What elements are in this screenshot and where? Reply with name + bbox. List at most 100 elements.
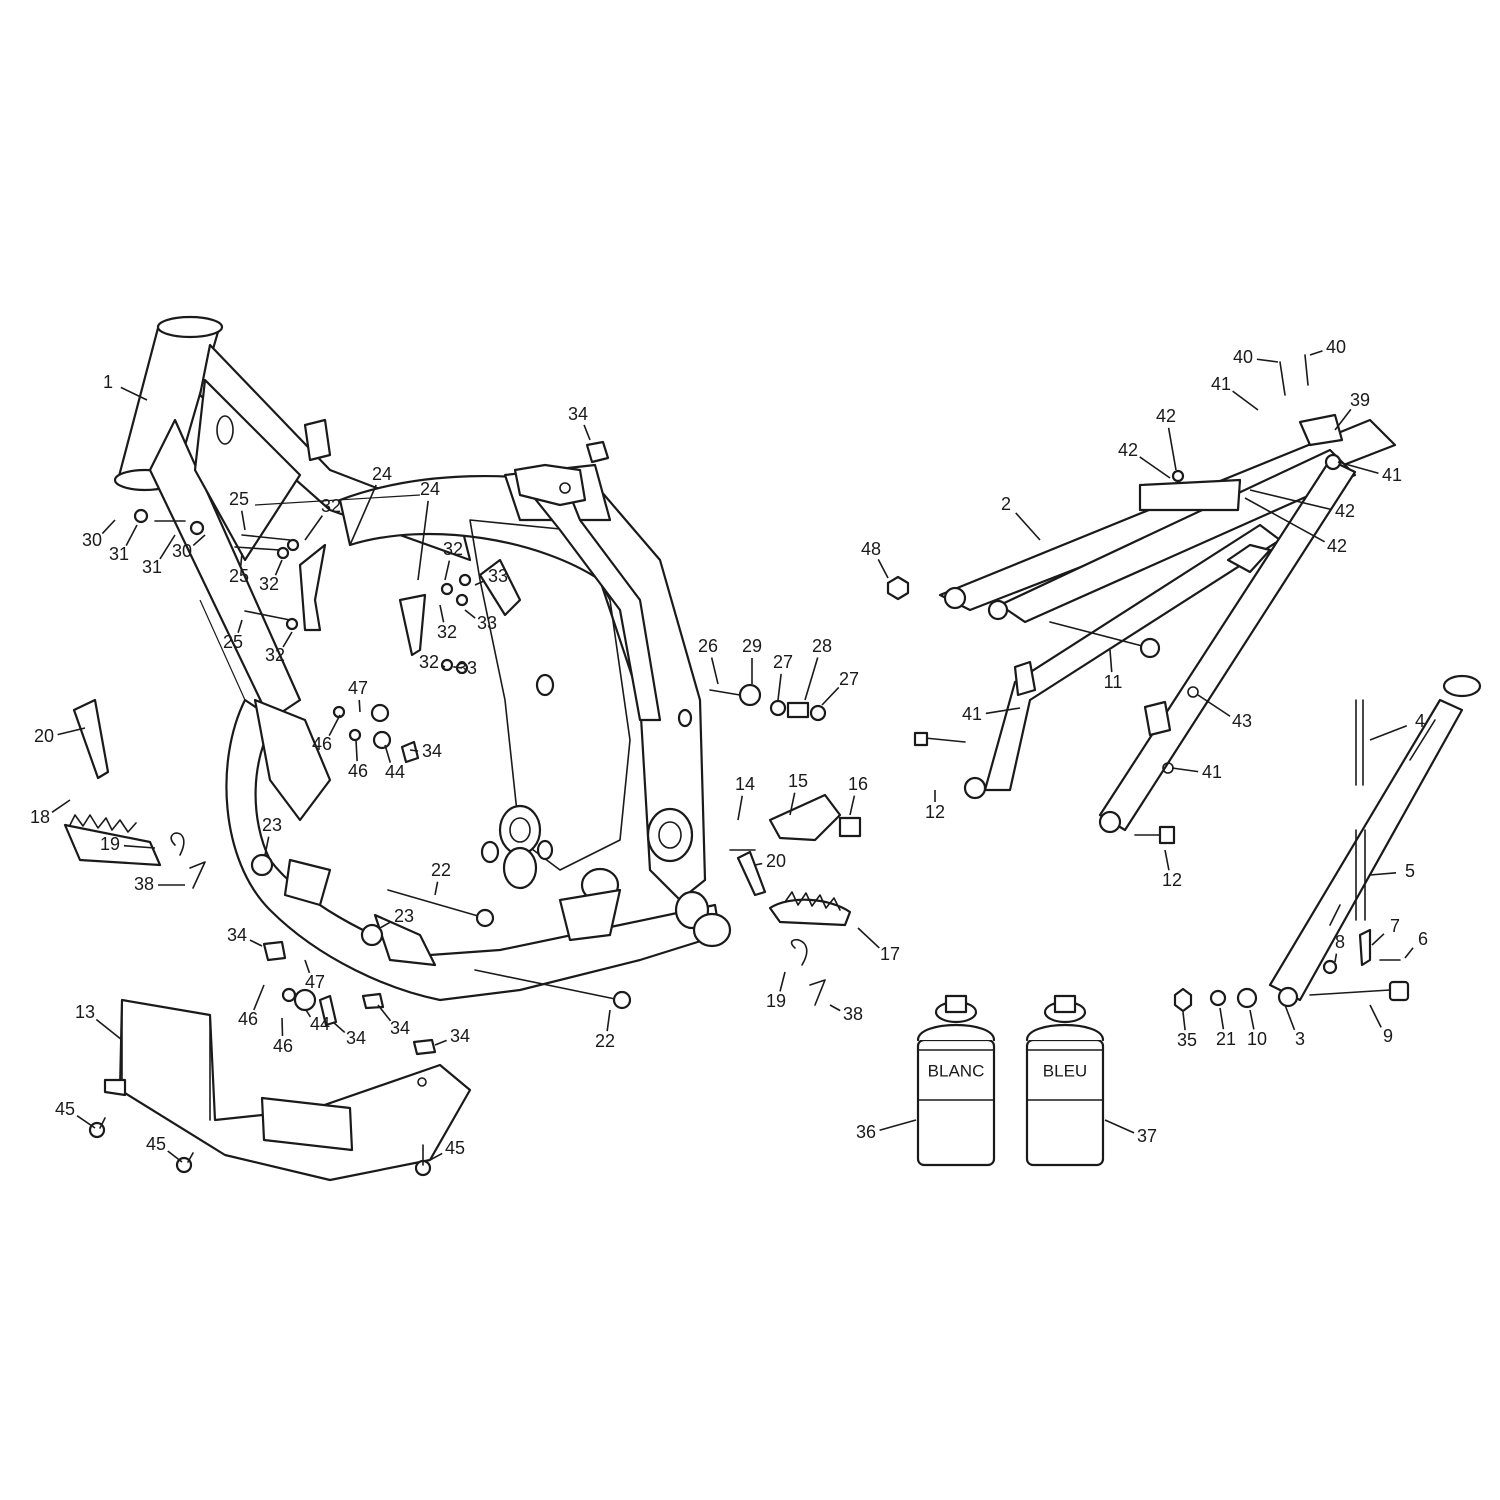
leader-line-27a (777, 673, 782, 701)
callout-30a: 30 (82, 530, 102, 550)
leader-line-34b (409, 749, 419, 752)
leader-line-37 (1104, 1119, 1135, 1134)
leader-line-8 (1334, 953, 1338, 963)
leader-line-31a (125, 524, 138, 546)
callout-22a: 22 (431, 860, 451, 880)
callout-42b: 42 (1118, 440, 1138, 460)
callout-2: 2 (1001, 494, 1011, 514)
callout-9: 9 (1383, 1026, 1393, 1046)
callout-26: 26 (698, 636, 718, 656)
leader-line-17 (857, 927, 880, 949)
callout-13: 13 (75, 1002, 95, 1022)
callout-47b: 47 (305, 972, 325, 992)
callout-41c: 41 (962, 704, 982, 724)
leader-line-21 (1219, 1007, 1225, 1030)
leader-line-19a (123, 844, 156, 849)
callout-43: 43 (1232, 711, 1252, 731)
leader-line-31b (159, 534, 176, 560)
callout-14: 14 (735, 774, 755, 794)
callout-48: 48 (861, 539, 881, 559)
callout-34b: 34 (422, 741, 442, 761)
footpeg-right (736, 850, 852, 927)
callout-4: 4 (1415, 711, 1425, 731)
callout-27a: 27 (773, 652, 793, 672)
leader-line-32e (439, 604, 445, 623)
leader-line-33a (474, 579, 486, 586)
leader-line-19b (779, 971, 786, 992)
leader-line-46d (281, 1017, 284, 1037)
leader-line-27b (821, 686, 840, 706)
callout-5: 5 (1405, 861, 1415, 881)
callout-23b: 23 (394, 906, 414, 926)
leader-line-40a (1256, 358, 1279, 363)
callout-38a: 38 (134, 874, 154, 894)
leader-line-34a (583, 424, 591, 441)
callout-12b: 12 (1162, 870, 1182, 890)
callout-28: 28 (812, 636, 832, 656)
leader-line-24a (349, 484, 377, 546)
leader-line-1 (120, 386, 148, 401)
leader-line-18 (51, 799, 71, 814)
callout-8: 8 (1335, 932, 1345, 952)
callout-35: 35 (1177, 1030, 1197, 1050)
callout-37: 37 (1137, 1126, 1157, 1146)
callout-41b: 41 (1382, 465, 1402, 485)
leader-line-42b (1139, 456, 1171, 479)
leader-line-23b (379, 920, 392, 929)
leader-line-16 (849, 795, 856, 816)
callout-34c: 34 (227, 925, 247, 945)
callout-1: 1 (103, 372, 113, 392)
leader-line-25b (239, 552, 243, 567)
leader-line-47a (358, 699, 361, 713)
callout-41a: 41 (1211, 374, 1231, 394)
callout-32f: 32 (419, 652, 439, 672)
leader-line-28 (804, 657, 819, 701)
callout-34f: 34 (450, 1026, 470, 1046)
leader-line-48 (877, 559, 889, 579)
side-stand (1268, 674, 1482, 1008)
leader-line-42a (1167, 427, 1177, 471)
callout-34e: 34 (390, 1018, 410, 1038)
leader-line-6 (1404, 947, 1414, 959)
leader-line-13 (95, 1018, 123, 1041)
callout-24a: 24 (372, 464, 392, 484)
callout-33a: 33 (488, 566, 508, 586)
callout-46d: 46 (273, 1036, 293, 1056)
leader-line-5 (1369, 872, 1397, 876)
callout-34d: 34 (346, 1028, 366, 1048)
leader-line-41c (985, 707, 1021, 715)
callout-15: 15 (788, 771, 808, 791)
callout-25a: 25 (229, 489, 249, 509)
callout-10: 10 (1247, 1029, 1267, 1049)
callout-45b: 45 (146, 1134, 166, 1154)
callout-45c: 45 (445, 1138, 465, 1158)
leader-line-33c (453, 666, 463, 669)
leader-line-7 (1371, 933, 1385, 946)
leader-line-36 (879, 1119, 917, 1132)
leader-line-26 (710, 657, 719, 685)
leader-line-44a (384, 744, 392, 763)
callout-12a: 12 (925, 802, 945, 822)
callout-29: 29 (742, 636, 762, 656)
callout-18: 18 (30, 807, 50, 827)
callout-40a: 40 (1233, 347, 1253, 367)
callout-42d: 42 (1327, 536, 1347, 556)
callout-20b: 20 (766, 851, 786, 871)
leader-line-41b (1337, 461, 1379, 475)
leader-line-22a (434, 881, 439, 896)
callout-32d: 32 (443, 539, 463, 559)
callout-25c: 25 (223, 632, 243, 652)
callout-45a: 45 (55, 1099, 75, 1119)
leader-line-10 (1249, 1009, 1255, 1030)
leader-line-34e (377, 1004, 392, 1022)
callout-7: 7 (1390, 916, 1400, 936)
callout-34a: 34 (568, 404, 588, 424)
leader-line-14 (737, 795, 744, 821)
callout-20a: 20 (34, 726, 54, 746)
rear-subframe (938, 413, 1397, 834)
leader-line-32f (442, 664, 446, 668)
leader-line-23a (264, 836, 270, 856)
leader-line-30b (192, 534, 206, 547)
callout-19b: 19 (766, 991, 786, 1011)
